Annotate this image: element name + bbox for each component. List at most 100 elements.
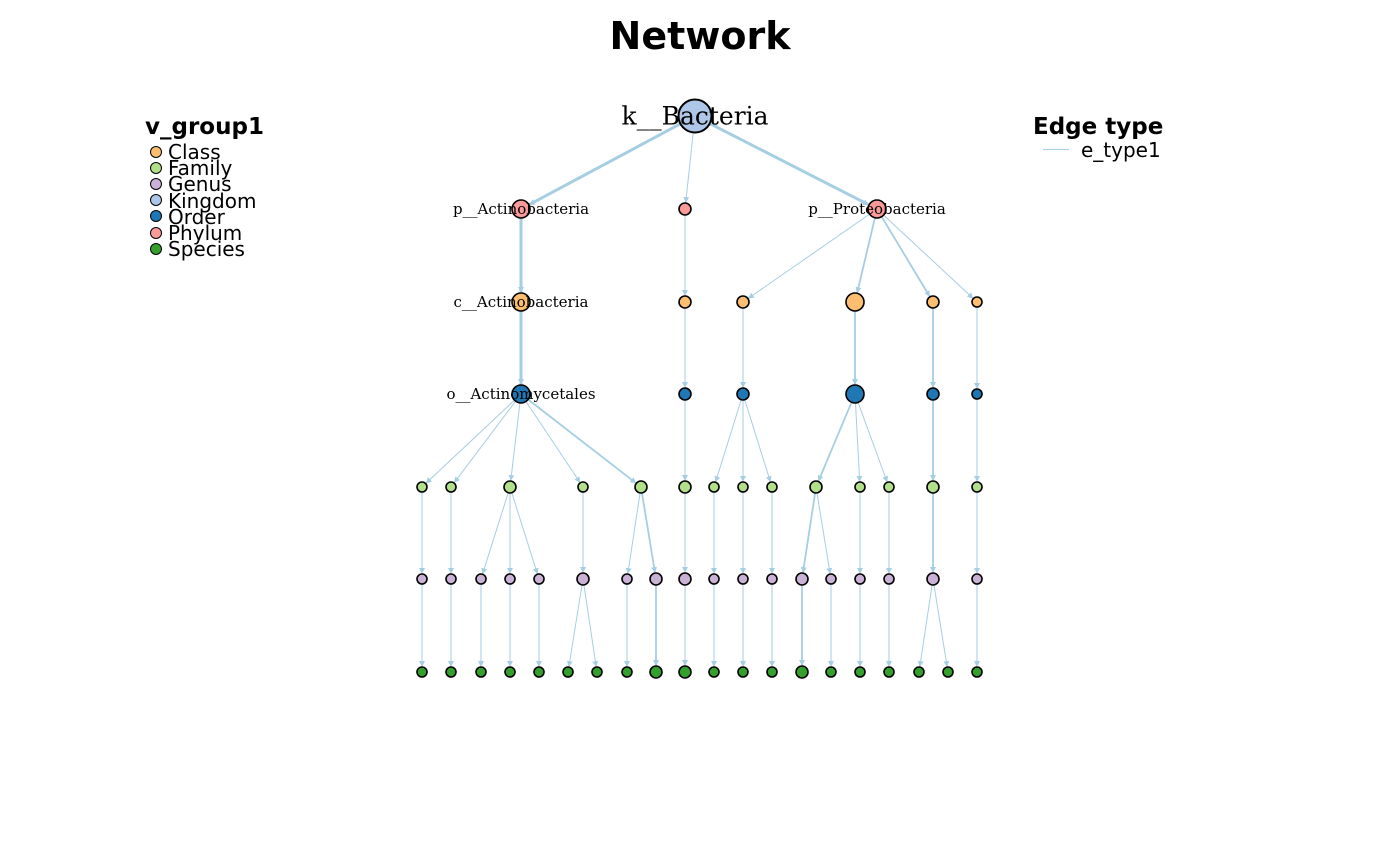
node-genus-g16 — [883, 573, 895, 585]
node-order-o3 — [736, 387, 750, 401]
legend-dot-icon — [150, 145, 162, 158]
edge-o3-f7 — [714, 399, 742, 483]
node-genus-g13 — [795, 572, 809, 586]
node-kingdom-n1 — [677, 98, 713, 134]
edge-p3-c6 — [883, 214, 974, 299]
node-genus-g10 — [708, 573, 720, 585]
node-order-o6 — [971, 388, 983, 400]
node-family-f10 — [809, 480, 823, 494]
edge-o1-f5 — [527, 398, 637, 484]
node-family-f7 — [708, 481, 720, 493]
node-species-s16 — [854, 666, 866, 678]
edge-n1-p2 — [683, 132, 694, 204]
node-family-f5 — [634, 480, 648, 494]
node-family-f1 — [416, 481, 428, 493]
edge-legend-title: Edge type — [1033, 114, 1164, 140]
edge-o4-f12 — [857, 402, 889, 483]
edge-o1-f2 — [454, 400, 516, 484]
edge-o1-f3 — [508, 402, 521, 482]
node-species-s8 — [621, 666, 633, 678]
legend-dot-icon — [150, 210, 162, 223]
node-species-s20 — [971, 666, 983, 678]
legend-dot-icon — [150, 177, 162, 190]
node-class-c6 — [971, 296, 983, 308]
edge-n1-p3 — [709, 122, 869, 206]
node-genus-g9 — [678, 572, 692, 586]
node-legend-item-phylum: Phylum — [150, 223, 242, 243]
node-genus-g2 — [445, 573, 457, 585]
edges-layer — [419, 122, 980, 668]
node-legend-label: Order — [168, 204, 225, 229]
node-genus-g14 — [825, 573, 837, 585]
node-genus-g11 — [737, 573, 749, 585]
node-genus-g12 — [766, 573, 778, 585]
edge-p3-c4 — [855, 217, 876, 294]
node-class-c3 — [736, 295, 750, 309]
node-class-c1 — [511, 292, 531, 312]
node-genus-g1 — [416, 573, 428, 585]
node-genus-g17 — [926, 572, 940, 586]
edge-f5-g8 — [641, 492, 658, 574]
edge-g6-s6 — [566, 584, 583, 668]
node-legend-label: Phylum — [168, 221, 243, 245]
node-legend-item-family: Family — [150, 158, 232, 178]
node-species-s14 — [795, 665, 809, 679]
node-species-s3 — [475, 666, 487, 678]
node-legend-item-species: Species — [150, 239, 245, 259]
node-family-f3 — [503, 480, 517, 494]
edge-f3-g3 — [481, 492, 509, 575]
node-legend-item-order: Order — [150, 207, 225, 227]
node-legend-title: v_group1 — [145, 114, 264, 140]
node-species-s4 — [504, 666, 516, 678]
node-genus-g3 — [475, 573, 487, 585]
node-family-f11 — [854, 481, 866, 493]
node-species-s7 — [591, 666, 603, 678]
node-legend-label: Class — [168, 140, 221, 164]
edge-f3-g5 — [511, 492, 539, 575]
node-legend-label: Kingdom — [168, 188, 257, 213]
edge-legend-line — [1043, 149, 1069, 150]
node-species-s10 — [678, 665, 692, 679]
node-species-s15 — [825, 666, 837, 678]
edge-g17-s18 — [917, 584, 933, 668]
node-label-c1: c__Actinobacteria — [454, 293, 589, 311]
node-label-n1: k__Bacteria — [621, 102, 768, 131]
node-genus-g18 — [971, 573, 983, 585]
node-genus-g8 — [649, 572, 663, 586]
node-order-o2 — [678, 387, 692, 401]
edge-o3-f9 — [744, 399, 772, 483]
node-legend-label: Species — [168, 237, 245, 262]
edge-o4-f11 — [854, 402, 863, 483]
node-legend-label: Genus — [168, 172, 232, 197]
node-label-o1: o__Actinomycetales — [446, 385, 595, 403]
node-family-f4 — [577, 481, 589, 493]
node-genus-g7 — [621, 573, 633, 585]
node-family-f12 — [883, 481, 895, 493]
node-species-s12 — [737, 666, 749, 678]
legend-dot-icon — [150, 161, 162, 174]
node-phylum-p3 — [867, 199, 887, 219]
node-genus-g5 — [533, 573, 545, 585]
node-legend-item-genus: Genus — [150, 174, 232, 194]
edge-legend-label: e_type1 — [1081, 138, 1161, 162]
node-label-p3: p__Proteobacteria — [808, 200, 946, 218]
edge-g17-s19 — [933, 584, 950, 668]
node-order-o5 — [926, 387, 940, 401]
node-species-s1 — [416, 666, 428, 678]
edge-o1-f4 — [525, 401, 581, 483]
edge-p3-c3 — [747, 213, 870, 299]
node-species-s13 — [766, 666, 778, 678]
chart-title: Network — [609, 14, 791, 58]
legend-dot-icon — [150, 194, 162, 207]
node-family-f13 — [926, 480, 940, 494]
edge-legend-item: e_type1 — [1043, 140, 1161, 160]
node-family-f8 — [737, 481, 749, 493]
legend-dot-icon — [150, 242, 162, 255]
node-species-s18 — [913, 666, 925, 678]
edge-n1-p1 — [528, 122, 682, 206]
node-legend-label: Family — [168, 156, 233, 181]
node-legend-item-class: Class — [150, 142, 221, 162]
node-species-s9 — [649, 665, 663, 679]
node-order-o1 — [511, 384, 531, 404]
